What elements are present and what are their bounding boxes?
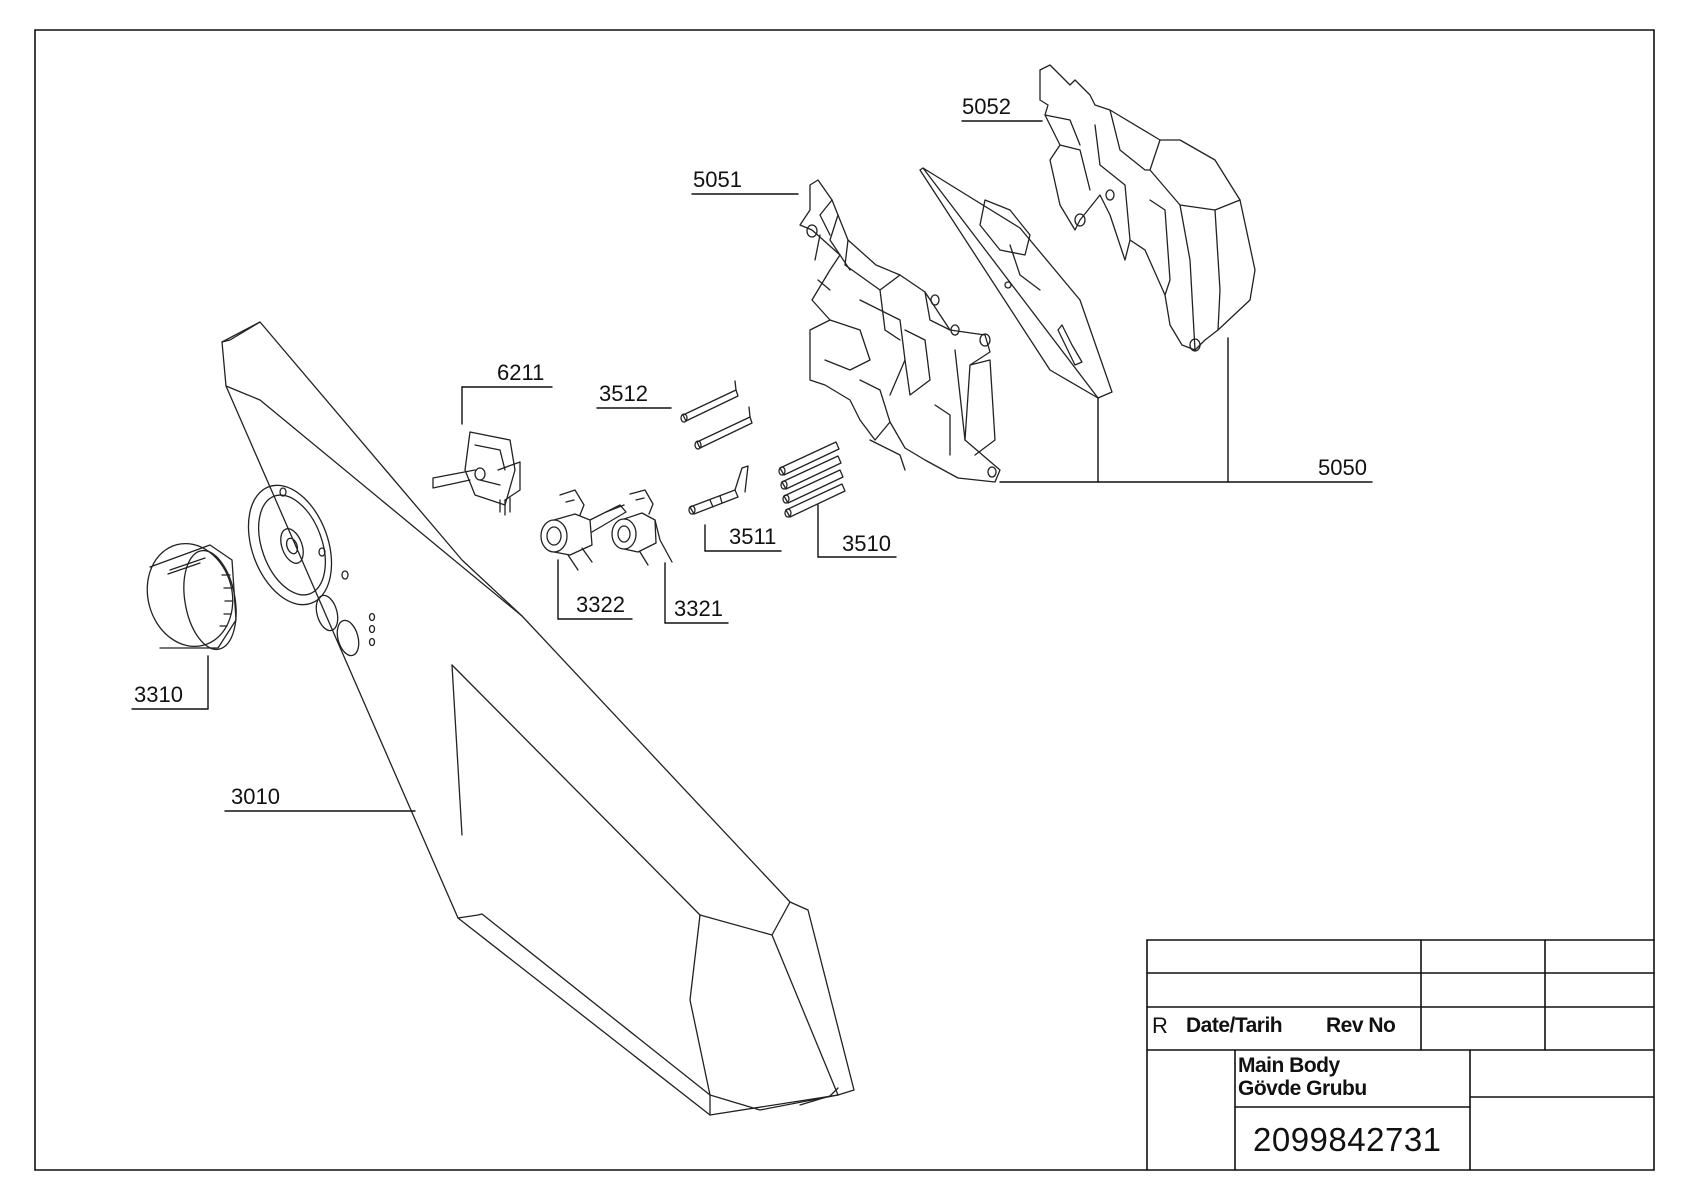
part-label-3512: 3512 bbox=[599, 381, 648, 406]
part-label-6211: 6211 bbox=[497, 360, 545, 385]
part-label-3010: 3010 bbox=[231, 784, 280, 809]
assembly-name-en: Main Body bbox=[1238, 1054, 1340, 1077]
front-panel-3010 bbox=[221, 321, 855, 1116]
part-label-5052: 5052 bbox=[962, 94, 1011, 119]
title-block-grid bbox=[1146, 939, 1655, 1171]
part-label-3510: 3510 bbox=[842, 531, 891, 556]
part-label-5051: 5051 bbox=[693, 167, 742, 192]
light-pipes-3512 bbox=[680, 380, 753, 450]
part-label-3511: 3511 bbox=[729, 524, 777, 549]
part-label-5050: 5050 bbox=[1318, 455, 1367, 480]
rear-cover-5052 bbox=[1039, 64, 1256, 352]
display-frame-5051 bbox=[799, 179, 1001, 483]
light-pipe-3511 bbox=[688, 465, 749, 515]
part-label-3310: 3310 bbox=[134, 682, 183, 707]
assembly-name-tr: Gövde Grubu bbox=[1238, 1077, 1367, 1100]
sheet-border bbox=[34, 29, 1655, 1171]
revision-mark: R bbox=[1152, 1013, 1168, 1038]
control-board-5050 bbox=[919, 167, 1113, 399]
push-button-3322 bbox=[540, 489, 627, 571]
knob-3310 bbox=[146, 542, 237, 651]
part-label-3321: 3321 bbox=[674, 596, 723, 621]
push-button-3321 bbox=[605, 489, 673, 566]
date-label: Date/Tarih bbox=[1186, 1014, 1283, 1037]
part-number: 2099842731 bbox=[1253, 1121, 1442, 1158]
leader-lines bbox=[131, 120, 1373, 812]
selector-switch-6211 bbox=[432, 431, 521, 516]
rev-no-label: Rev No bbox=[1326, 1014, 1396, 1037]
part-label-3322: 3322 bbox=[576, 592, 625, 617]
light-pipes-3510 bbox=[778, 441, 846, 518]
